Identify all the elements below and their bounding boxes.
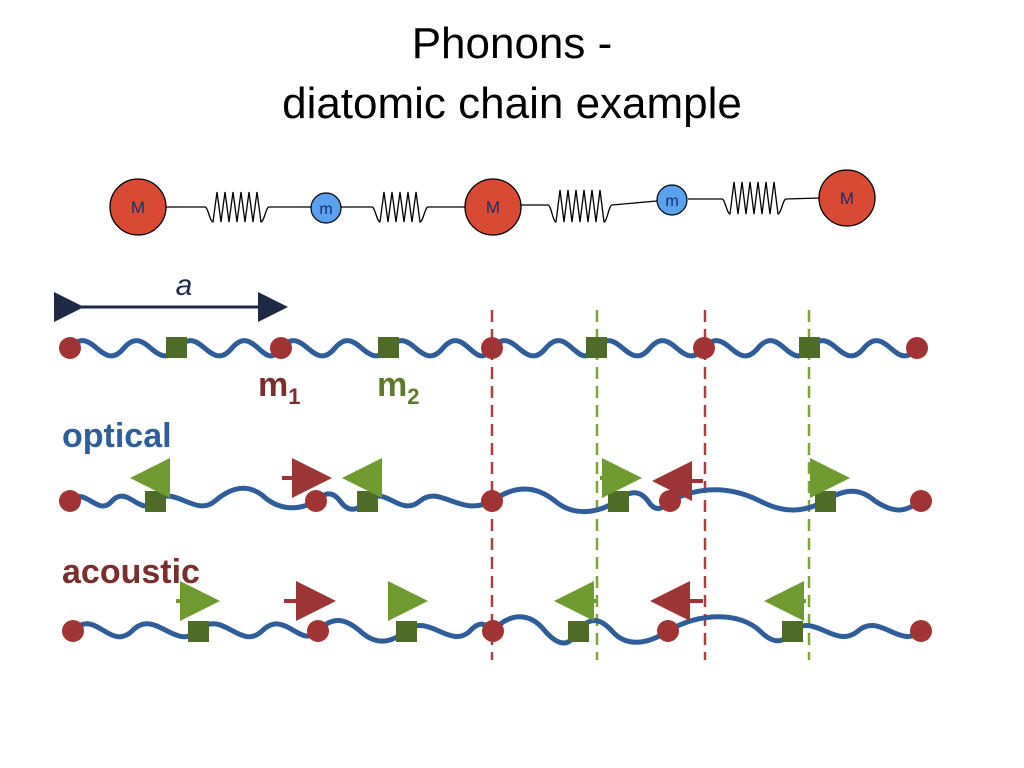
atom-m1	[693, 337, 715, 359]
atom-m1	[59, 337, 81, 359]
atom-m2	[815, 491, 836, 512]
atom-m2	[396, 621, 417, 642]
atom-m1	[307, 620, 329, 642]
atom-m1	[305, 490, 327, 512]
optical-label: optical	[62, 417, 172, 455]
atom-m2	[586, 337, 607, 358]
spring-3	[520, 189, 658, 223]
mass-large-3: M	[818, 169, 876, 227]
spring-2	[340, 191, 466, 223]
spring-1	[165, 191, 312, 223]
equilibrium-chain	[59, 337, 928, 359]
atom-m2	[378, 337, 399, 358]
svg-text:M: M	[131, 198, 145, 217]
atom-m2	[357, 491, 378, 512]
mass-small-2: m	[656, 184, 688, 216]
optical-wave	[67, 485, 924, 515]
atom-m1	[910, 620, 932, 642]
dashed-guides	[490, 310, 811, 660]
atom-m2	[782, 621, 803, 642]
title-line-1: Phonons -	[411, 19, 613, 68]
atom-m1	[62, 620, 84, 642]
spring-chain: M m M m M	[109, 169, 876, 236]
atom-m2	[799, 337, 820, 358]
atom-m1	[910, 490, 932, 512]
acoustic-label: acoustic	[62, 553, 200, 591]
lattice-constant: a	[54, 269, 288, 322]
atom-m1	[270, 337, 292, 359]
atom-m2	[188, 621, 209, 642]
slide-title: Phonons - diatomic chain example	[0, 14, 1024, 134]
atom-m1	[657, 620, 679, 642]
mass-labels: m1 m2	[258, 366, 419, 409]
atom-m1	[906, 337, 928, 359]
mass-small-1: m	[310, 192, 342, 224]
svg-text:M: M	[486, 198, 500, 217]
spring-4	[688, 181, 821, 215]
svg-text:m: m	[319, 201, 332, 218]
atom-m1	[659, 490, 681, 512]
atom-m2	[145, 491, 166, 512]
atom-m1	[481, 490, 503, 512]
m1-label: m1	[258, 366, 300, 409]
acoustic-chain	[62, 581, 932, 646]
title-line-2: diatomic chain example	[282, 79, 742, 128]
atom-m2	[608, 491, 629, 512]
atom-m1	[481, 337, 503, 359]
atom-m1	[482, 620, 504, 642]
lattice-constant-label: a	[176, 269, 193, 302]
svg-text:m: m	[665, 193, 678, 210]
mass-large-2: M	[464, 178, 522, 236]
atom-m1	[59, 490, 81, 512]
svg-text:M: M	[840, 189, 854, 208]
atom-m2	[166, 337, 187, 358]
optical-chain	[59, 458, 932, 515]
atom-m2	[568, 621, 589, 642]
m2-label: m2	[377, 366, 419, 409]
mass-large-1: M	[109, 178, 167, 236]
